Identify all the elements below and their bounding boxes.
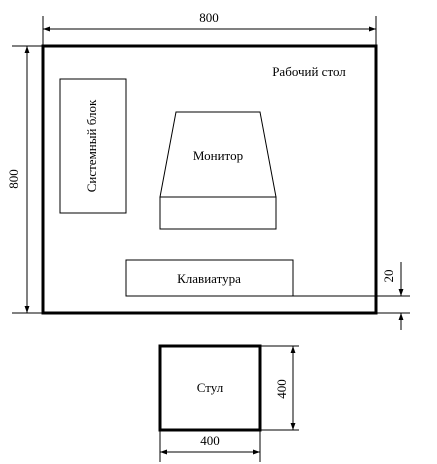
system-unit-box: [59, 78, 127, 214]
chair-label: Стул: [197, 380, 224, 395]
keyboard-box: [125, 259, 294, 297]
monitor-base-outline: [159, 196, 277, 230]
desk-label: Рабочий стол: [272, 64, 346, 79]
offset-value: 20: [381, 270, 396, 283]
chair-width-value: 400: [200, 433, 220, 448]
chair-box: [158, 344, 262, 432]
system-unit-label: Системный блок: [84, 99, 99, 192]
desk-height-value: 800: [6, 169, 21, 189]
desk-outline: [41, 44, 378, 315]
monitor-label: Монитор: [193, 148, 243, 163]
keyboard-label: Клавиатура: [177, 271, 241, 286]
chair-height-value: 400: [274, 379, 289, 399]
desk-width-value: 800: [199, 10, 219, 25]
